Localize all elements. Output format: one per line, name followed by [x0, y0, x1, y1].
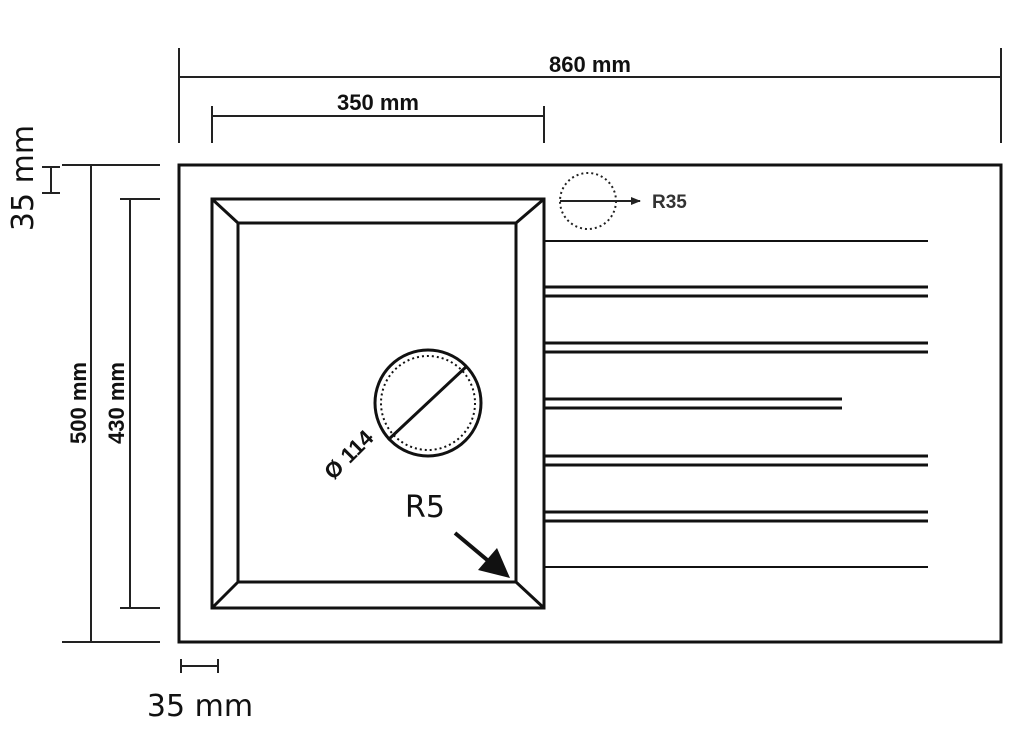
corner-radius-label: R5 [405, 490, 445, 525]
drain-diameter-label: Ø 114 [319, 425, 379, 485]
tap-hole-radius-label: R35 [652, 192, 687, 213]
bowl [210, 197, 546, 610]
sink-outline [177, 163, 1003, 644]
dimension-top-margin [42, 166, 60, 194]
dimension-bowl-width [211, 106, 545, 143]
drainer-grooves [544, 240, 928, 568]
drain [373, 348, 483, 458]
bowl-width-label: 350 mm [337, 90, 419, 115]
bowl-depth-label: 430 mm [104, 362, 129, 444]
dimension-total-depth [62, 164, 160, 643]
dimension-total-width [178, 48, 1002, 143]
corner-radius-arrow [453, 531, 510, 578]
tap-hole [559, 172, 641, 230]
dimension-bowl-depth [120, 198, 160, 609]
total-width-label: 860 mm [549, 52, 631, 77]
dimension-left-margin [180, 659, 219, 673]
left-margin-label: 35 mm [147, 689, 253, 724]
top-margin-label: 35 mm [6, 125, 41, 231]
total-depth-label: 500 mm [66, 362, 91, 444]
